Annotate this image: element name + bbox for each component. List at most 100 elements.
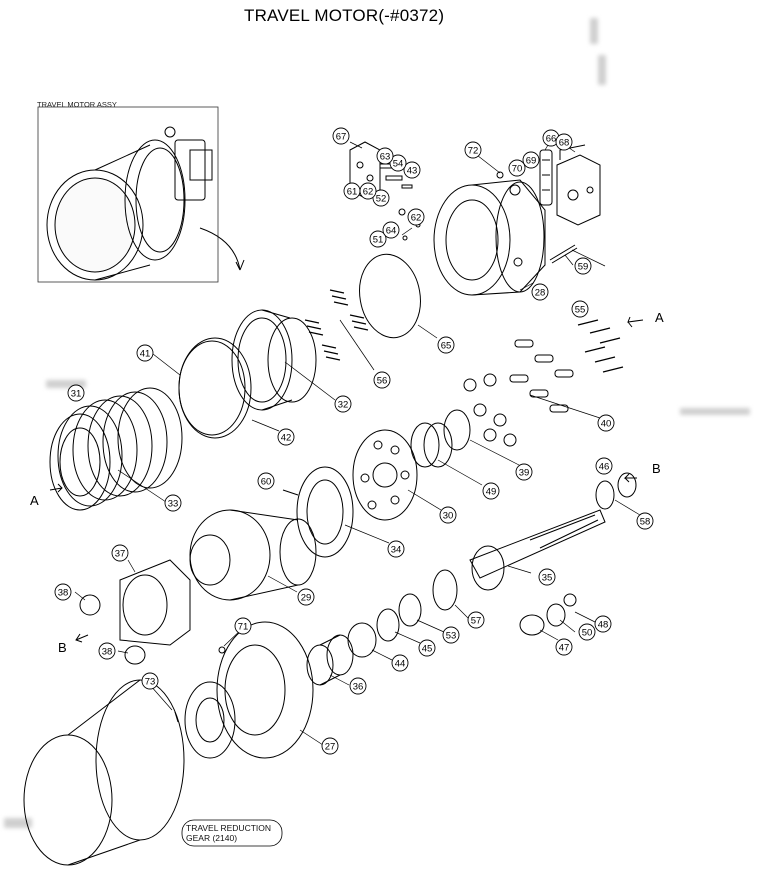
callout-52[interactable]: 52 [372, 189, 390, 207]
part-28-housing[interactable] [433, 179, 546, 296]
part-58-bearing[interactable] [595, 480, 615, 510]
callout-number: 64 [386, 226, 397, 237]
callout-54[interactable]: 54 [389, 154, 407, 172]
callout-31[interactable]: 31 [67, 384, 85, 402]
part-71-pin[interactable] [218, 646, 226, 654]
callout-circle [111, 544, 129, 562]
part-40-pistons[interactable] [463, 339, 574, 447]
callout-36[interactable]: 36 [349, 677, 367, 695]
callout-60[interactable]: 60 [257, 472, 275, 490]
callout-62[interactable]: 62 [407, 208, 425, 226]
callout-50[interactable]: 50 [578, 623, 596, 641]
callout-number: 47 [559, 643, 570, 654]
part-57-bearing[interactable] [432, 569, 458, 611]
part-30-valve-plate[interactable] [352, 429, 418, 521]
part-46-bearing[interactable] [617, 472, 637, 498]
part-37-cover[interactable] [119, 559, 191, 646]
callout-64[interactable]: 64 [382, 221, 400, 239]
part-34-cylinder-block[interactable] [296, 466, 354, 558]
callout-57[interactable]: 57 [467, 611, 485, 629]
part-50-ring[interactable] [546, 603, 566, 627]
callout-51[interactable]: 51 [369, 230, 387, 248]
redaction-blur [46, 380, 86, 388]
callout-69[interactable]: 69 [522, 151, 540, 169]
callout-number: 73 [145, 677, 156, 688]
callout-28[interactable]: 28 [531, 283, 549, 301]
callout-32[interactable]: 32 [334, 395, 352, 413]
part-44-ring[interactable] [347, 622, 377, 658]
callout-73[interactable]: 73 [141, 672, 159, 690]
callout-70[interactable]: 70 [508, 159, 526, 177]
callout-number: 45 [422, 644, 433, 655]
part-53-ring[interactable] [398, 593, 422, 627]
callout-circle [389, 154, 407, 172]
callout-27[interactable]: 27 [321, 737, 339, 755]
part-45-ring[interactable] [376, 608, 400, 642]
part-72-screw[interactable] [496, 171, 504, 179]
callout-40[interactable]: 40 [597, 414, 615, 432]
part-48-ball[interactable] [563, 593, 577, 607]
callout-42[interactable]: 42 [277, 428, 295, 446]
part-60-pin[interactable] [282, 489, 299, 496]
callout-30[interactable]: 30 [439, 506, 457, 524]
callout-49[interactable]: 49 [482, 482, 500, 500]
callout-number: 36 [353, 682, 364, 693]
reduction-gear-hub[interactable] [184, 681, 236, 759]
part-49-bushing[interactable] [410, 422, 453, 468]
callout-35[interactable]: 35 [538, 568, 556, 586]
callout-circle [439, 506, 457, 524]
reduction-gear-label[interactable]: TRAVEL REDUCTION GEAR (2140) [186, 823, 271, 843]
callout-56[interactable]: 56 [373, 371, 391, 389]
callout-circle [482, 482, 500, 500]
callout-29[interactable]: 29 [297, 588, 315, 606]
part-29-gear-shaft[interactable] [189, 509, 317, 601]
part-27-flange[interactable] [216, 621, 314, 759]
callout-44[interactable]: 44 [391, 654, 409, 672]
callout-38[interactable]: 38 [98, 642, 116, 660]
part-39-ring[interactable] [443, 409, 471, 451]
part-35-shaft[interactable] [469, 509, 606, 591]
part-33-friction-plates[interactable] [49, 387, 183, 511]
callout-53[interactable]: 53 [442, 626, 460, 644]
callout-39[interactable]: 39 [515, 463, 533, 481]
part-59-bolt[interactable] [549, 244, 578, 264]
callout-72[interactable]: 72 [464, 141, 482, 159]
reduction-drum[interactable] [23, 679, 185, 866]
part-38-plugs[interactable] [79, 594, 146, 665]
callout-circle [321, 737, 339, 755]
callout-71[interactable]: 71 [234, 617, 252, 635]
callout-circle [442, 626, 460, 644]
callout-circle [391, 654, 409, 672]
callout-33[interactable]: 33 [164, 494, 182, 512]
callout-65[interactable]: 65 [437, 336, 455, 354]
callout-41[interactable]: 41 [136, 344, 154, 362]
part-70-oring[interactable] [509, 184, 521, 196]
callout-58[interactable]: 58 [636, 512, 654, 530]
callout-34[interactable]: 34 [387, 540, 405, 558]
callout-number: 37 [115, 549, 126, 560]
callout-55[interactable]: 55 [571, 300, 589, 318]
part-66-spool[interactable] [539, 149, 553, 206]
part-68-valve[interactable] [556, 144, 601, 226]
callout-67[interactable]: 67 [332, 127, 350, 145]
part-65-oring[interactable] [353, 249, 427, 342]
callout-48[interactable]: 48 [594, 615, 612, 633]
callout-circle [555, 133, 573, 151]
part-41-ring[interactable] [178, 340, 246, 436]
callout-59[interactable]: 59 [574, 257, 592, 275]
callout-68[interactable]: 68 [555, 133, 573, 151]
callout-47[interactable]: 47 [555, 638, 573, 656]
part-56-springs[interactable] [304, 289, 369, 361]
callout-62[interactable]: 62 [359, 182, 377, 200]
callout-37[interactable]: 37 [111, 544, 129, 562]
part-47-plug[interactable] [519, 614, 545, 636]
part-36-needle-bearing[interactable] [306, 634, 354, 686]
callout-63[interactable]: 63 [376, 147, 394, 165]
callout-38[interactable]: 38 [54, 583, 72, 601]
callout-circle [376, 147, 394, 165]
callout-46[interactable]: 46 [595, 457, 613, 475]
callout-61[interactable]: 61 [343, 182, 361, 200]
part-55-springs[interactable] [577, 319, 624, 373]
callout-45[interactable]: 45 [418, 639, 436, 657]
callout-43[interactable]: 43 [403, 161, 421, 179]
